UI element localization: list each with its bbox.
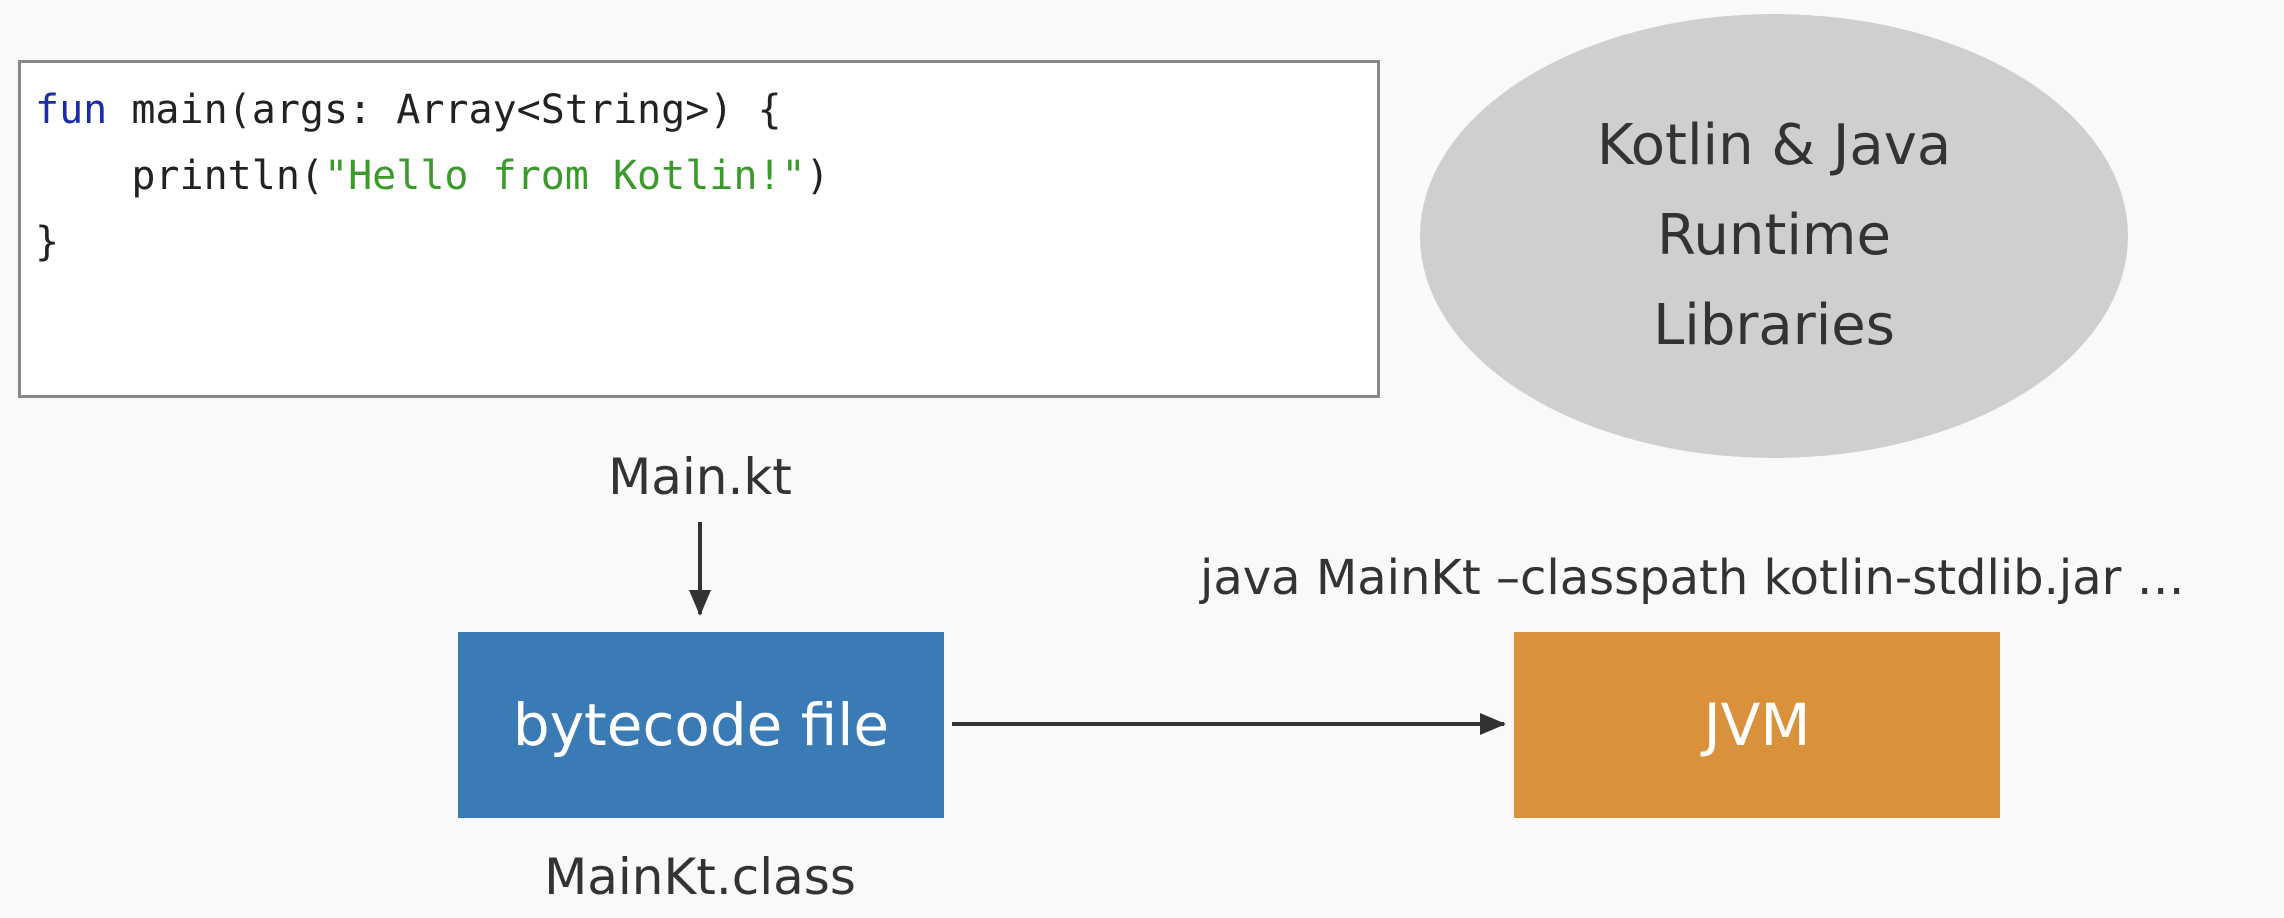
code-signature: main(args: Array<String>) { <box>107 87 782 133</box>
code-string-literal: "Hello from Kotlin!" <box>323 153 806 199</box>
code-call: println( <box>35 153 324 199</box>
java-command-label: java MainKt –classpath kotlin-stdlib.jar… <box>1200 550 2185 606</box>
jvm-label: JVM <box>1703 691 1811 759</box>
bytecode-file-box: bytecode file <box>458 632 944 818</box>
code-call-close: ) <box>805 153 830 199</box>
code-keyword: fun <box>35 87 108 133</box>
bytecode-file-label: bytecode file <box>512 691 890 759</box>
class-file-label: MainKt.class <box>544 848 856 906</box>
runtime-libraries-label: Kotlin & Java Runtime Libraries <box>1596 113 1952 358</box>
source-file-label: Main.kt <box>608 448 792 506</box>
code-line-2: println("Hello from Kotlin!") <box>35 143 1377 209</box>
jvm-box: JVM <box>1514 632 2000 818</box>
code-line-3: } <box>35 219 60 265</box>
code-line-1: fun main(args: Array<String>) { <box>35 77 1377 143</box>
runtime-libraries-ellipse: Kotlin & Java Runtime Libraries <box>1420 14 2128 458</box>
code-panel: fun main(args: Array<String>) { println(… <box>18 60 1380 398</box>
